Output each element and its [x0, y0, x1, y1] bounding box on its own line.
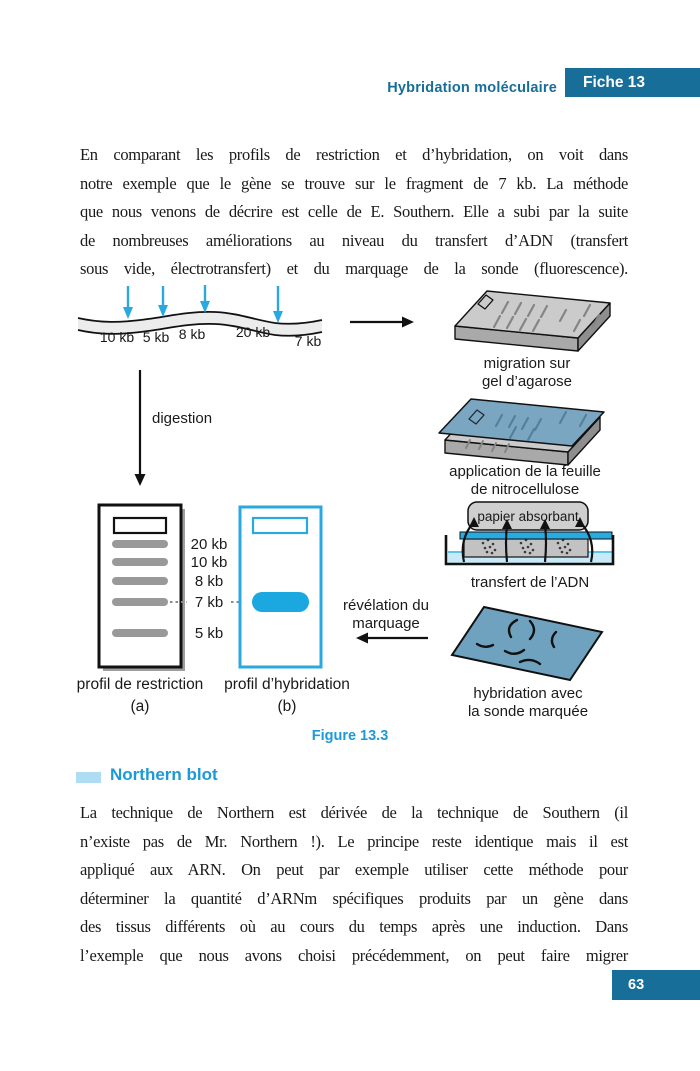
text-line: En comparant les profils de restriction … [80, 145, 628, 164]
fragment-size-label: 7 kb [295, 333, 322, 349]
hybridization-label-line1: hybridation avec [473, 685, 583, 702]
migration-label-line1: migration sur [484, 355, 571, 372]
paragraph-northern: La technique de Northern est dérivée de … [80, 799, 628, 971]
gel-strip-bands [465, 439, 510, 453]
nitrocellulose-sheet [438, 398, 605, 447]
size-label: 7 kb [195, 594, 223, 611]
panel-b-sub: (b) [278, 698, 297, 715]
size-ladder-labels: 20 kb 10 kb 8 kb 7 kb 5 kb [170, 536, 249, 642]
revelation-label-line1: révélation du [343, 597, 429, 614]
migration-label-line2: gel d’agarose [482, 373, 572, 390]
absorbent-paper-block [467, 501, 589, 531]
text-line: des tissus différents où au cours du tem… [80, 917, 628, 937]
figure-caption: Figure 13.3 [312, 728, 389, 744]
fragment-size-label: 8 kb [179, 326, 206, 342]
sheet-well [468, 409, 485, 425]
capillary-arrows [461, 517, 594, 563]
size-label: 10 kb [191, 554, 228, 571]
hybridization-label-line2: la sonde marquée [468, 703, 588, 720]
text-line: La technique de Northern est dérivée de … [80, 803, 628, 822]
arrow-left-icon [356, 632, 428, 644]
panel-well [112, 516, 168, 535]
sheet-bands [494, 410, 588, 442]
section-title: Northern blot [110, 765, 218, 784]
panel-b-label: profil d’hybridation [224, 676, 350, 693]
restriction-profile-panel [97, 503, 185, 671]
arrow-right-icon [350, 316, 414, 328]
fragment-size-label: 10 kb [100, 329, 134, 345]
application-label-line2: de nitrocellulose [471, 481, 579, 498]
section-header: Hybridation moléculaire [387, 80, 557, 96]
transfer-illustration: papier absorbant [444, 501, 615, 566]
absorbent-paper-label: papier absorbant [477, 509, 579, 524]
gel-bands [492, 300, 601, 333]
page-number-badge: 63 [612, 970, 700, 1000]
text-line: sous vide, électrotransfert) et du marqu… [80, 259, 628, 279]
fragment-size-label: 20 kb [236, 324, 270, 340]
fiche-badge: Fiche 13 [565, 68, 700, 97]
tray [444, 535, 615, 566]
text-line: de nombreuses améliorations au niveau du… [80, 230, 628, 250]
transfer-label: transfert de l’ADN [471, 574, 589, 591]
text-line: déterminer la quantité d’ARNm spécifique… [80, 888, 628, 908]
probe-squiggles [475, 618, 558, 666]
gel-well [477, 294, 494, 310]
hybridization-profile-panel [238, 505, 323, 669]
page-number: 63 [628, 977, 645, 993]
hybridization-sheet-illustration [450, 605, 604, 682]
text-line: l’exemple que nous avons choisi précédem… [80, 945, 628, 965]
text-line: n’existe pas de Mr. Northern !). Le prin… [80, 831, 628, 851]
text-line: appliqué aux ARN. On peut par exemple ut… [80, 860, 628, 880]
cut-site-arrow-icon [123, 285, 283, 323]
text-line: que nous venons de décrire est celle de … [80, 202, 628, 222]
revelation-label-line2: marquage [352, 615, 420, 632]
restriction-bands [112, 540, 168, 637]
digestion-label: digestion [152, 410, 212, 427]
size-label: 5 kb [195, 625, 223, 642]
agarose-gel-illustration [454, 290, 611, 352]
size-label: 8 kb [195, 573, 223, 590]
panel-well [251, 516, 309, 535]
nitrocellulose-illustration [438, 398, 605, 466]
size-label: 20 kb [191, 536, 228, 553]
dna-strand-diagram: 10 kb 5 kb 8 kb 20 kb 7 kb [77, 285, 323, 349]
application-label-line1: application de la feuille [449, 463, 601, 480]
section-bullet [76, 772, 101, 783]
panel-a-label: profil de restriction [77, 676, 204, 693]
figure-13-3: 10 kb 5 kb 8 kb 20 kb 7 kb [77, 285, 615, 744]
text-line: notre exemple que le gène se trouve sur … [80, 173, 628, 193]
digestion-arrow: digestion [134, 370, 212, 486]
fragment-size-label: 5 kb [143, 329, 170, 345]
hybridization-band [252, 592, 309, 612]
gel-block [463, 538, 589, 558]
paragraph-southern: En comparant les profils de restriction … [80, 141, 628, 284]
panel-a-sub: (a) [131, 698, 150, 715]
